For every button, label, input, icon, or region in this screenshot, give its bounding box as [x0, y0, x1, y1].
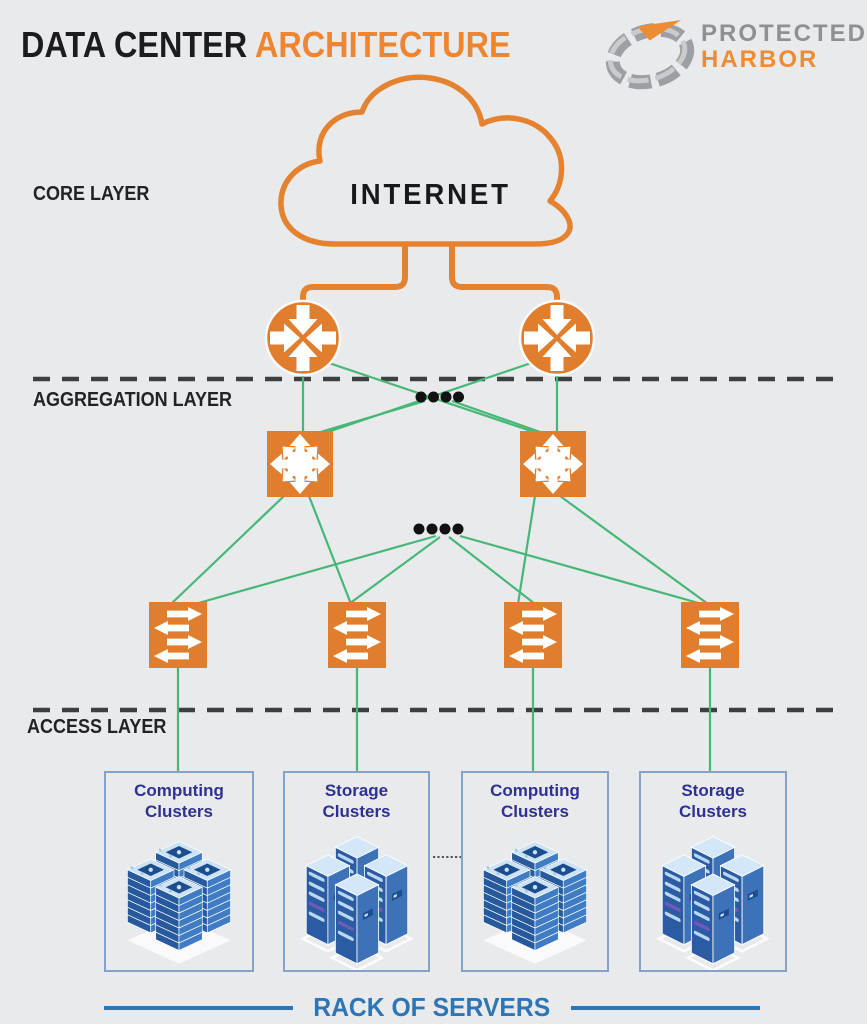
- internet-label: INTERNET: [349, 179, 511, 211]
- continuation-dots-aggregation: [413, 523, 464, 535]
- access-to-rack-links: [176, 668, 712, 772]
- storage-servers-illustration: [287, 824, 427, 970]
- page-title: DATA CENTER ARCHITECTURE: [21, 24, 565, 66]
- core-layer-label: CORE LAYER: [33, 183, 150, 205]
- aggregation-switch-icon-left: [267, 431, 333, 497]
- cloud-trunk-connectors: [300, 238, 560, 310]
- internet-cloud: [278, 74, 573, 247]
- aggregation-switch-icon-right: [520, 431, 586, 497]
- core-to-aggregation-links: [301, 358, 559, 436]
- caption-rule-right: [570, 1005, 761, 1010]
- computing-servers-illustration: [109, 824, 249, 970]
- brand-name-bottom: HARBOR: [701, 45, 819, 73]
- core-router-icon-left: [266, 301, 340, 375]
- access-switch-icon-1: [149, 602, 207, 668]
- access-switch-icon-2: [328, 602, 386, 668]
- page-title-accent: ARCHITECTURE: [254, 24, 511, 65]
- protected-harbor-logo-text: PROTECTED HARBOR: [701, 21, 867, 73]
- rack-of-servers-caption: RACK OF SERVERS: [104, 992, 761, 1023]
- protected-harbor-logo-icon: [605, 19, 695, 90]
- storage-servers-illustration: [643, 824, 783, 970]
- caption-rule-left: [104, 1005, 294, 1010]
- aggregation-layer-label: AGGREGATION LAYER: [33, 389, 233, 411]
- core-router-icon-right: [520, 301, 594, 375]
- access-switch-icon-3: [504, 602, 562, 668]
- page-title-primary: DATA CENTER: [21, 24, 255, 65]
- brand-name-top: PROTECTED: [701, 20, 867, 47]
- rack-of-servers-label: RACK OF SERVERS: [313, 992, 551, 1022]
- aggregation-to-access-links: [170, 495, 709, 606]
- access-switch-icon-4: [681, 602, 739, 668]
- access-layer-label: ACCESS LAYER: [27, 716, 167, 738]
- continuation-dots-core: [415, 391, 464, 403]
- computing-servers-illustration: [465, 824, 605, 970]
